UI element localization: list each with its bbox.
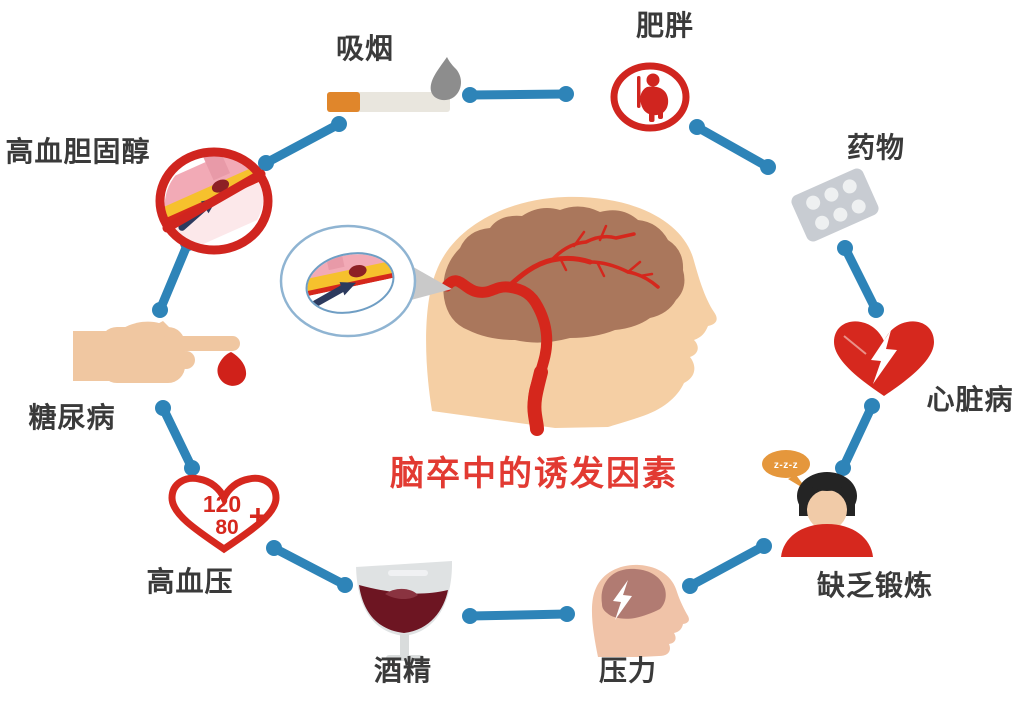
brain-shape: [443, 206, 685, 343]
pill-blister-icon: [791, 168, 879, 242]
connector-line: [462, 86, 574, 103]
obese-person-prohibition-icon: [610, 62, 690, 132]
cigarette-icon: [327, 57, 462, 112]
magnifier-artery-icon: [279, 224, 452, 338]
face: [807, 490, 847, 530]
heart-attack-icon: [834, 321, 934, 396]
factor-label-medication: 药物: [846, 132, 905, 163]
sleep-bubble-text: z-z-z: [774, 460, 798, 471]
factor-label-stress: 压力: [598, 655, 657, 686]
blocked-artery-prohibition-icon: [150, 141, 278, 256]
magnifier-pointer: [408, 264, 452, 300]
brain-artery: [441, 224, 660, 436]
blood-pressure-heart-icon: 120 80 +: [168, 474, 280, 554]
head-brain-illustration: [426, 196, 717, 436]
factor-label-smoking: 吸烟: [335, 33, 394, 64]
page-title: 脑卒中的诱发因素: [390, 455, 678, 493]
factor-label-high-cholesterol: 高血胆固醇: [5, 136, 151, 167]
stress-brain: [601, 568, 666, 619]
connector-line: [835, 398, 880, 476]
connector-lines: [152, 86, 884, 624]
sleeping-person-icon: z-z-z: [762, 450, 873, 557]
blood-drop-icon: [217, 352, 247, 386]
sleep-bubble: [762, 450, 810, 478]
stressed-brain-head-icon: [591, 564, 689, 657]
factor-label-heart-disease: 心脏病: [926, 384, 1014, 415]
connector-line: [258, 116, 347, 171]
connector-line: [155, 400, 200, 476]
finger-blood-drop-icon: [73, 321, 247, 386]
bp-diastolic: 80: [215, 516, 238, 539]
connector-line: [689, 119, 776, 175]
lightning-bolt-icon: [613, 580, 632, 620]
factor-label-diabetes: 糖尿病: [28, 402, 116, 433]
connector-line: [837, 240, 884, 318]
red-shirt: [781, 524, 873, 557]
factor-label-hypertension: 高血压: [146, 566, 234, 597]
factor-label-alcohol: 酒精: [373, 655, 432, 686]
connector-line: [682, 538, 772, 594]
connector-line: [266, 540, 353, 593]
wine-glass-icon: [356, 561, 452, 661]
factor-label-lack-of-exercise: 缺乏锻炼: [816, 570, 933, 601]
bp-systolic: 120: [203, 491, 241, 517]
smoke-icon: [430, 57, 462, 101]
bp-plus: +: [249, 498, 268, 534]
connector-line: [462, 606, 575, 624]
factor-label-obesity: 肥胖: [635, 10, 694, 41]
lightning-bolt-icon: [871, 330, 897, 384]
